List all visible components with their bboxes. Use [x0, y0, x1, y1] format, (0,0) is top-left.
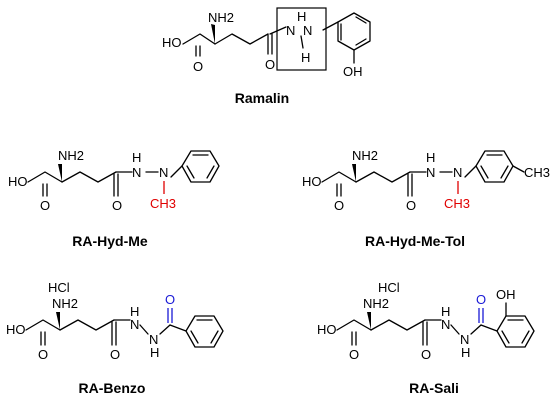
atom-h-1: H [130, 304, 139, 319]
salt-hcl: HCl [378, 280, 400, 295]
atom-o-amide: O [265, 57, 275, 72]
atom-nh2: NH2 [58, 148, 84, 163]
atom-h-1: H [426, 150, 435, 165]
atom-o-amide: O [421, 347, 431, 362]
caption-ramalin: Ramalin [235, 90, 289, 106]
atom-o-amide: O [112, 198, 122, 213]
atom-n-1: N [426, 165, 435, 180]
atom-o-acid: O [193, 59, 203, 74]
structure-ra-hyd-me-tol: NH2 HO O O H N N CH3 CH3 RA-Hyd-Me-Tol [302, 148, 550, 249]
atom-ho: HO [6, 322, 26, 337]
atom-n-2: N [460, 332, 469, 347]
atom-o-acid: O [40, 198, 50, 213]
atom-n-2: N [149, 332, 158, 347]
atom-oh: OH [343, 64, 363, 79]
atom-h-1: H [441, 304, 450, 319]
atom-nh2: NH2 [208, 10, 234, 25]
atom-n-1: N [132, 165, 141, 180]
atom-n-1: N [130, 317, 139, 332]
atom-nh2: NH2 [352, 148, 378, 163]
atom-o-benzoyl-blue: O [165, 292, 175, 307]
atom-h-bottom: H [301, 50, 310, 65]
atom-ch3-ring: CH3 [524, 165, 550, 180]
atom-h-2: H [150, 345, 159, 360]
caption-ra-hyd-me-tol: RA-Hyd-Me-Tol [365, 233, 465, 249]
atom-ho: HO [162, 35, 182, 50]
atom-o-amide: O [406, 198, 416, 213]
salt-hcl: HCl [48, 280, 70, 295]
atom-n-2: N [453, 165, 462, 180]
atom-h-2: H [461, 345, 470, 360]
atom-o-amide: O [110, 347, 120, 362]
structure-ra-sali: HCl NH2 HO O O H N N H O OH RA-Sali [317, 280, 535, 396]
atom-ho: HO [302, 174, 322, 189]
atom-ho: HO [8, 174, 28, 189]
caption-ra-sali: RA-Sali [409, 380, 459, 396]
atom-n-top: N [286, 23, 295, 38]
caption-ra-benzo: RA-Benzo [79, 380, 146, 396]
atom-h-1: H [132, 150, 141, 165]
atom-ho: HO [317, 322, 337, 337]
caption-ra-hyd-me: RA-Hyd-Me [72, 233, 148, 249]
atom-n-1: N [441, 317, 450, 332]
hydrazine-highlight-box [276, 7, 327, 71]
atom-nh2: NH2 [363, 296, 389, 311]
atom-o-benzoyl-blue: O [476, 292, 486, 307]
atom-n-mid: N [303, 23, 312, 38]
atom-ch3-red: CH3 [150, 196, 176, 211]
atom-nh2: NH2 [52, 296, 78, 311]
structure-ramalin: NH2 HO O O H N N H OH Ramalin [162, 7, 371, 106]
atom-n-2: N [159, 165, 168, 180]
atom-h-top: H [297, 9, 306, 24]
atom-o-acid: O [38, 347, 48, 362]
structure-ra-benzo: HCl NH2 HO O O H N N H O RA-Benzo [6, 280, 224, 396]
atom-ch3-red: CH3 [444, 196, 470, 211]
atom-oh: OH [496, 287, 516, 302]
structure-ra-hyd-me: NH2 HO O O H N N CH3 RA-Hyd-Me [8, 148, 220, 249]
atom-o-acid: O [349, 347, 359, 362]
atom-o-acid: O [334, 198, 344, 213]
